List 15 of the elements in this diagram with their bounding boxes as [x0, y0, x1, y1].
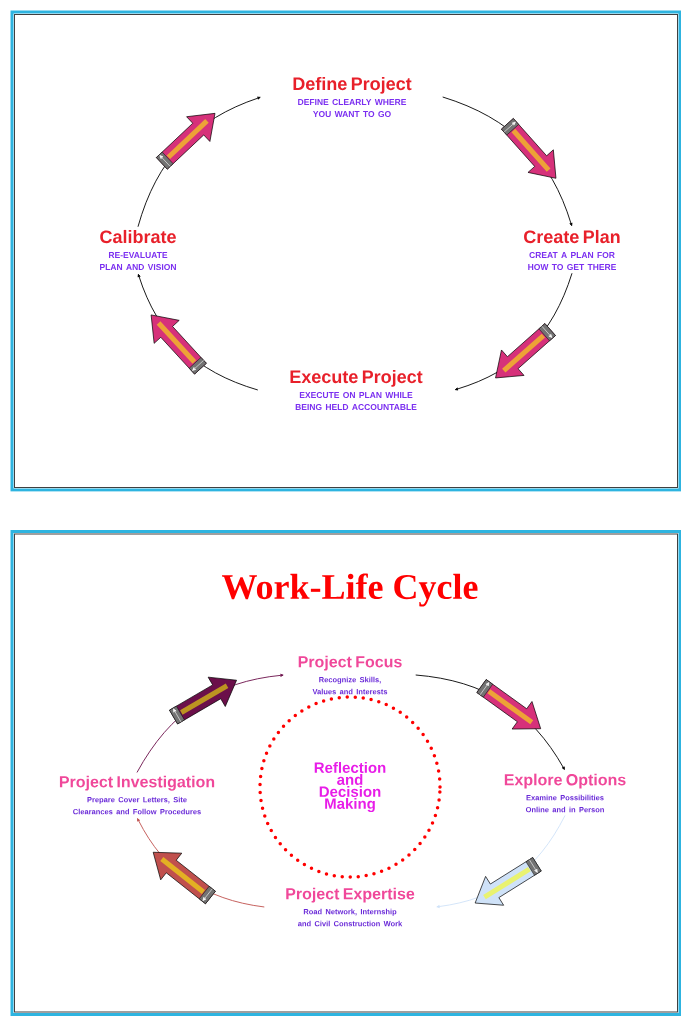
stage-text: Execute Project EXECUTE ON PLAN WHILE BEING HELD ACCOUNTABLE: [290, 369, 423, 411]
panel-frame: [10, 10, 681, 492]
stage-text: Calibrate RE-EVALUATE PLAN AND VISION: [100, 229, 176, 271]
arrow: [137, 818, 265, 908]
stage-text: Create Plan CREAT A PLAN FOR HOW TO GET THERE: [524, 229, 620, 271]
arrow: [436, 815, 566, 908]
arrow: [137, 273, 259, 391]
arrow: [136, 673, 284, 773]
arrow: [137, 96, 261, 228]
title: Work-Life Cycle: [222, 573, 478, 607]
arrow: [454, 272, 573, 391]
stage-text: Define Project DEFINE CLEARLY WHERE YOU WANT TO GO: [293, 76, 412, 118]
panel-frame: [10, 530, 681, 1016]
arrow: [415, 674, 565, 770]
arrow: [442, 96, 573, 227]
